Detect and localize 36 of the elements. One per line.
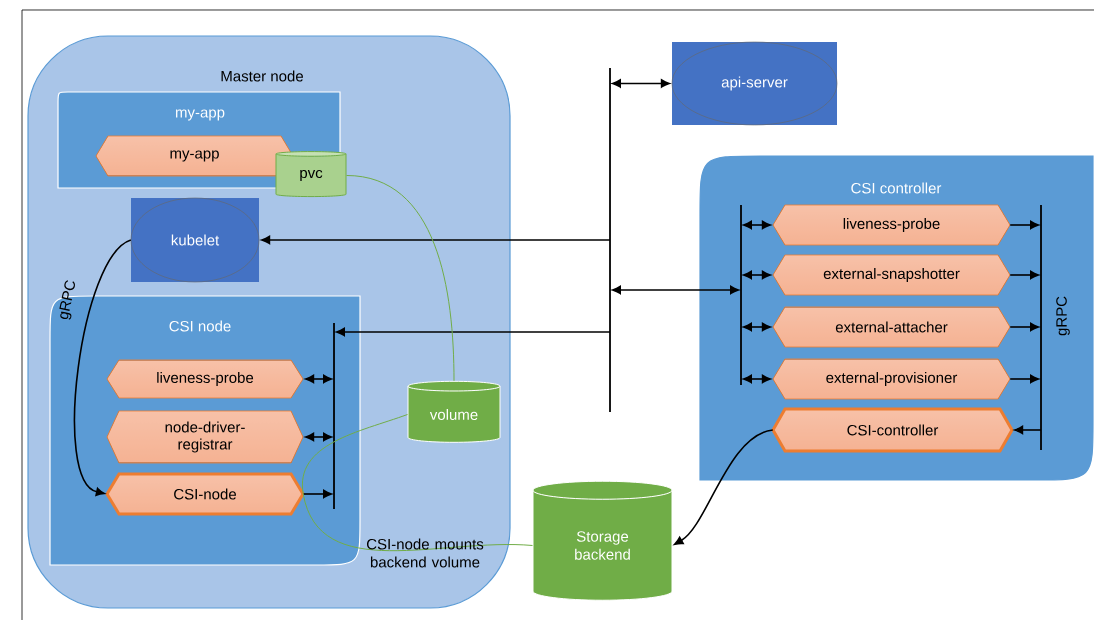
connector bbox=[335, 327, 611, 337]
connector bbox=[1009, 322, 1040, 332]
note-text: CSI-node mounts backend volume bbox=[367, 538, 484, 568]
process-hexagon: external-snapshotter bbox=[772, 254, 1011, 296]
cylinder: volume bbox=[407, 380, 501, 443]
process-hexagon: CSI-controller bbox=[771, 407, 1014, 453]
process-hexagon: CSI-node bbox=[105, 472, 305, 516]
connector bbox=[1014, 425, 1042, 435]
connector bbox=[742, 322, 771, 332]
connector bbox=[742, 270, 771, 280]
process-hexagon: liveness-probe bbox=[772, 204, 1011, 246]
connector bbox=[302, 489, 333, 499]
connector bbox=[742, 220, 771, 230]
connector bbox=[305, 374, 333, 384]
connector bbox=[305, 432, 333, 442]
process-hexagon: liveness-probe bbox=[106, 359, 304, 399]
connector bbox=[261, 235, 611, 245]
connector bbox=[611, 79, 670, 88]
connector bbox=[73, 239, 132, 496]
connector bbox=[674, 429, 774, 545]
connector bbox=[1009, 220, 1040, 230]
edge-label: gRPC bbox=[59, 280, 75, 320]
process-hexagon: external-attacher bbox=[772, 306, 1011, 348]
connector bbox=[1009, 270, 1040, 280]
process-hexagon: external-provisioner bbox=[772, 358, 1011, 400]
cylinder: Storage backend bbox=[532, 480, 673, 601]
protocol-label: gRPC bbox=[1056, 296, 1070, 336]
connector bbox=[346, 175, 455, 382]
process-hexagon: node-driver-registrar bbox=[106, 410, 304, 464]
connector bbox=[1009, 374, 1040, 384]
connector bbox=[302, 493, 533, 552]
process-hexagon: my-app bbox=[95, 135, 294, 177]
cylinder: pvc bbox=[275, 151, 347, 198]
connector bbox=[611, 285, 740, 295]
connector bbox=[301, 414, 408, 495]
connector bbox=[742, 374, 771, 384]
